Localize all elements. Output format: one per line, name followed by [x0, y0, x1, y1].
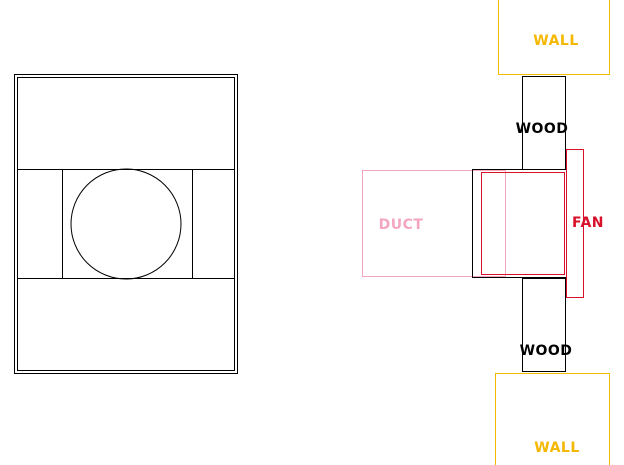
fan-housing: [481, 172, 565, 275]
outer-frame: [14, 74, 238, 374]
duct-body: [362, 170, 506, 277]
duct-sleeve: [472, 169, 567, 278]
fan-plate: [566, 149, 584, 298]
front-view: [14, 74, 238, 374]
wall-bottom-label: WALL: [534, 440, 580, 456]
wood-top-label: WOOD: [516, 121, 569, 137]
wall-top-label: WALL: [533, 33, 579, 49]
inner-frame: [17, 77, 235, 371]
wall-top-block: [498, 0, 610, 75]
wall-bottom-block: [495, 373, 610, 465]
duct-opening-circle: [70, 168, 182, 280]
duct-label: DUCT: [379, 217, 424, 233]
fan-label: FAN: [572, 215, 604, 231]
section-view: [362, 0, 610, 465]
wood-bottom-label: WOOD: [520, 343, 573, 359]
wood-bottom-block: [522, 278, 566, 372]
